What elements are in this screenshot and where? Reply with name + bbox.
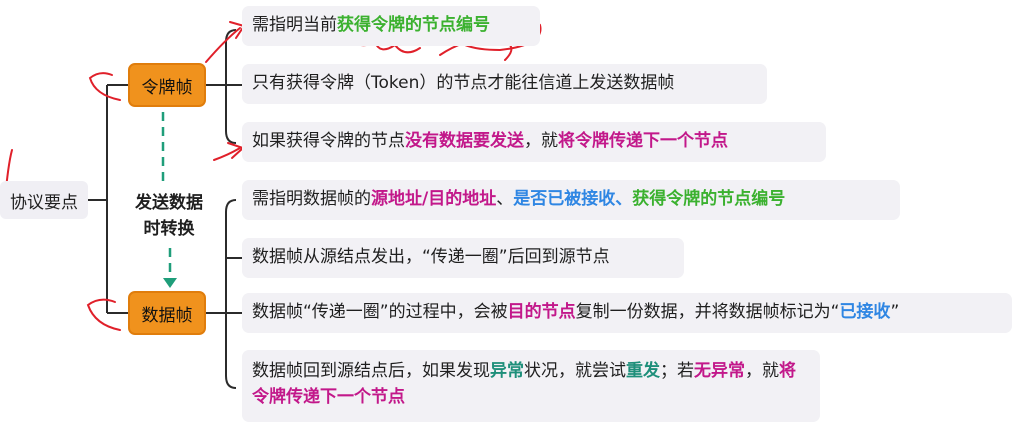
leaf-segment: 目的节点 (507, 302, 576, 322)
data-leaf-2: 数据帧从源结点发出，“传递一圈”后回到源节点 (242, 238, 684, 278)
leaf-segment: 异常 (490, 361, 524, 381)
leaf-segment: 重发 (626, 361, 660, 381)
leaf-segment: ；若 (660, 361, 694, 381)
data-frame-node: 数据帧 (128, 291, 206, 335)
leaf-text: 只有获得令牌（Token）的节点才能往信道上发送数据帧 (252, 73, 674, 93)
leaf-text: 数据帧回到源结点后，如果发现异常状况，就尝试重发；若无异常，就将令牌传递下一个节… (252, 361, 796, 407)
leaf-segment: 已接收 (839, 302, 891, 322)
leaf-segment: 获得令牌的节点编号 (632, 189, 786, 209)
token-leaf-3: 如果获得令牌的节点没有数据要发送，就将令牌传递下一个节点 (242, 122, 826, 162)
leaf-text: 需指明当前获得令牌的节点编号 (252, 15, 490, 35)
leaf-segment: ，就 (524, 131, 558, 151)
leaf-segment: ” (890, 302, 900, 322)
leaf-text: 如果获得令牌的节点没有数据要发送，就将令牌传递下一个节点 (252, 131, 728, 151)
data-leaf-1: 需指明数据帧的源地址/目的地址、是否已被接收、获得令牌的节点编号 (242, 180, 900, 220)
leaf-segment: 复制一份数据，并将数据帧标记为“ (575, 302, 840, 322)
leaf-segment: 数据帧回到源结点后，如果发现 (252, 361, 490, 381)
leaf-segment: 需指明数据帧的 (252, 189, 371, 209)
leaf-segment: 无异常 (694, 361, 745, 381)
leaf-segment: 数据帧“传递一圈”的过程中，会被 (252, 302, 508, 322)
leaf-segment: 数据帧从源结点发出，“传递一圈”后回到源节点 (252, 247, 610, 267)
leaf-text: 数据帧“传递一圈”的过程中，会被目的节点复制一份数据，并将数据帧标记为“已接收” (252, 302, 899, 322)
token-leaf-2: 只有获得令牌（Token）的节点才能往信道上发送数据帧 (242, 64, 767, 104)
transition-label: 发送数据 时转换 (126, 190, 212, 242)
transition-line-1: 发送数据 (135, 193, 203, 213)
leaf-segment: 只有获得令牌（Token）的节点才能往信道上发送数据帧 (252, 73, 675, 93)
leaf-segment: 需指明当前 (252, 15, 337, 35)
data-leaf-4: 数据帧回到源结点后，如果发现异常状况，就尝试重发；若无异常，就将令牌传递下一个节… (242, 350, 820, 422)
leaf-segment: 如果获得令牌的节点 (252, 131, 405, 151)
data-leaf-3: 数据帧“传递一圈”的过程中，会被目的节点复制一份数据，并将数据帧标记为“已接收” (242, 293, 1012, 333)
leaf-segment: 状况，就尝试 (524, 361, 626, 381)
transition-line-2: 时转换 (143, 219, 195, 239)
data-frame-label: 数据帧 (141, 305, 193, 326)
leaf-segment: ，就 (745, 361, 779, 381)
token-leaf-1: 需指明当前获得令牌的节点编号 (242, 6, 540, 46)
leaf-segment: 、 (615, 189, 633, 209)
leaf-segment: 将令牌传递下一个节点 (558, 131, 728, 151)
leaf-segment: 、 (496, 189, 514, 209)
leaf-segment: 将令牌传递下一个节点 (252, 361, 796, 407)
root-node: 协议要点 (0, 181, 88, 219)
token-frame-label: 令牌帧 (141, 77, 193, 98)
leaf-text: 需指明数据帧的源地址/目的地址、是否已被接收、获得令牌的节点编号 (252, 189, 785, 209)
leaf-segment: 没有数据要发送 (405, 131, 524, 151)
leaf-text: 数据帧从源结点发出，“传递一圈”后回到源节点 (252, 247, 610, 267)
leaf-segment: 是否已被接收 (513, 189, 616, 209)
token-frame-node: 令牌帧 (128, 63, 206, 107)
root-label: 协议要点 (10, 192, 78, 213)
leaf-segment: 获得令牌的节点编号 (337, 15, 490, 35)
leaf-segment: 源地址/目的地址 (371, 189, 497, 209)
